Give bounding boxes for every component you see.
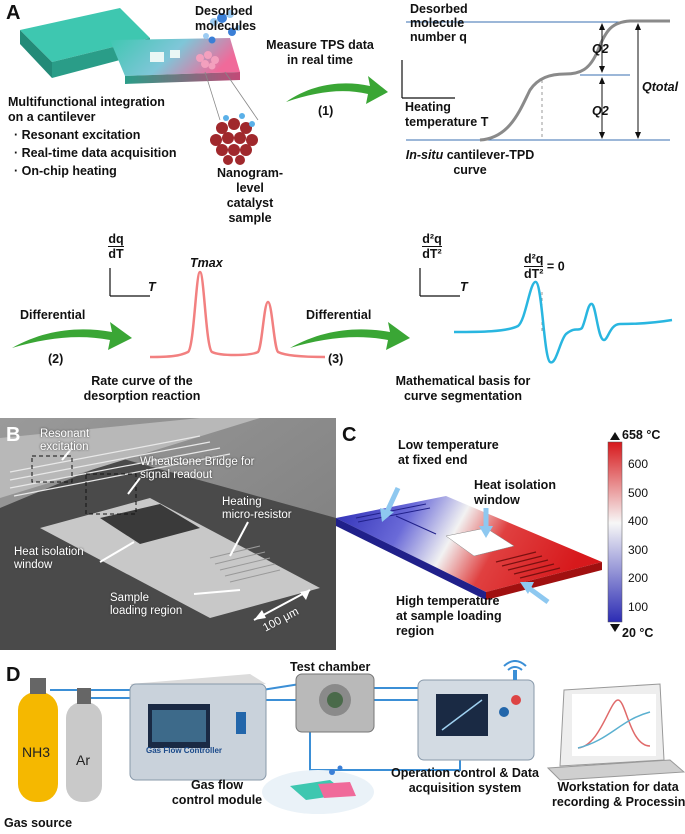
panel-d-letter: D bbox=[6, 664, 21, 686]
catalyst-label: Nanogram- level catalyst sample bbox=[217, 166, 283, 225]
sem-isolation-label: Heat isolation window bbox=[14, 546, 84, 571]
colorbar-tick: 100 bbox=[628, 599, 649, 614]
x-axis-T-label: Heating temperature T bbox=[405, 100, 489, 129]
sem-sample-label: Sample loading region bbox=[110, 592, 183, 617]
colorbar-tick: 200 bbox=[628, 571, 649, 585]
axis-T-d2: T bbox=[460, 280, 468, 294]
gas-flow-controller-panel-label: Gas Flow Controller bbox=[146, 746, 223, 755]
sem-heating-label: Heating micro-resistor bbox=[222, 496, 292, 521]
differential-a-label: Differential bbox=[20, 308, 86, 322]
tmax-label: Tmax bbox=[190, 256, 223, 270]
high-temp-label: High temperature at sample loading regio… bbox=[396, 594, 502, 638]
step-3-label: (3) bbox=[328, 352, 344, 366]
test-chamber-label: Test chamber bbox=[290, 660, 371, 674]
panel-c-letter: C bbox=[342, 424, 357, 446]
tpd-plot bbox=[401, 19, 670, 142]
axis-T-rate: T bbox=[148, 280, 156, 294]
colorbar bbox=[607, 432, 623, 632]
sem-resonant-label: Resonant excitation bbox=[40, 428, 90, 453]
gas-flow-module-label: Gas flow control module bbox=[171, 778, 263, 807]
colorbar-tick: 400 bbox=[628, 514, 649, 528]
arrow-1 bbox=[286, 76, 388, 104]
colorbar-tick: 300 bbox=[628, 542, 649, 557]
isolation-label: Heat isolation window bbox=[474, 478, 556, 507]
bullet-item: · On-chip heating bbox=[14, 164, 117, 178]
wifi-icon bbox=[503, 660, 527, 671]
d2-zero-equation: d²q dT² = 0 bbox=[524, 252, 565, 281]
integration-title: Multifunctional integration on a cantile… bbox=[8, 95, 165, 124]
bullet-item: · Resonant excitation bbox=[14, 128, 141, 142]
system-setup bbox=[18, 660, 685, 814]
differential-b-label: Differential bbox=[306, 308, 372, 322]
rate-caption: Rate curve of the desorption reaction bbox=[83, 374, 201, 403]
panel-a-letter: A bbox=[6, 2, 21, 24]
thermal-simulation bbox=[336, 486, 602, 605]
rate-plot bbox=[109, 268, 326, 359]
cantilever-illustration bbox=[20, 8, 259, 165]
gas-source-label: Gas source bbox=[4, 816, 73, 830]
arrow-2 bbox=[12, 322, 132, 350]
y-axis-q-label: Desorbed molecule number q bbox=[410, 2, 468, 44]
bullet-item: · Real-time data acquisition bbox=[14, 146, 177, 160]
second-derivative-plot bbox=[419, 268, 673, 364]
measure-label: Measure TPS data in real time bbox=[266, 38, 374, 67]
colorbar-max: 658 °C bbox=[622, 428, 661, 442]
desorbed-molecules-label: Desorbed molecules bbox=[195, 4, 257, 33]
nh3-label: NH3 bbox=[22, 744, 51, 760]
colorbar-tick: 600 bbox=[628, 457, 649, 471]
qtotal-label: Qtotal bbox=[642, 80, 679, 94]
sem-wheatstone-label: Wheatstone Bridge for signal readout bbox=[140, 456, 255, 481]
arrow-3 bbox=[290, 322, 410, 350]
q2-upper-label: Q2 bbox=[592, 42, 609, 56]
q2-lower-label: Q2 bbox=[592, 104, 609, 118]
integration-bullets: · Resonant excitation · Real-time data a… bbox=[14, 126, 177, 180]
workstation-label: Workstation for data recording & Process… bbox=[552, 780, 685, 809]
colorbar-min: 20 °C bbox=[622, 626, 654, 640]
math-caption: Mathematical basis for curve segmentatio… bbox=[395, 374, 531, 403]
panel-b-letter: B bbox=[6, 424, 21, 446]
colorbar-ticks: 600 500 400 300 200 100 bbox=[628, 450, 648, 621]
step-1-label: (1) bbox=[318, 104, 334, 118]
step-2-label: (2) bbox=[48, 352, 64, 366]
tpd-caption: In-situ cantilever-TPD curve bbox=[405, 148, 535, 177]
operation-label: Operation control & Data acquisition sys… bbox=[391, 766, 539, 795]
sem-image bbox=[0, 418, 336, 650]
colorbar-tick: 500 bbox=[628, 485, 649, 500]
ar-label: Ar bbox=[76, 752, 90, 768]
low-temp-label: Low temperature at fixed end bbox=[398, 438, 499, 467]
